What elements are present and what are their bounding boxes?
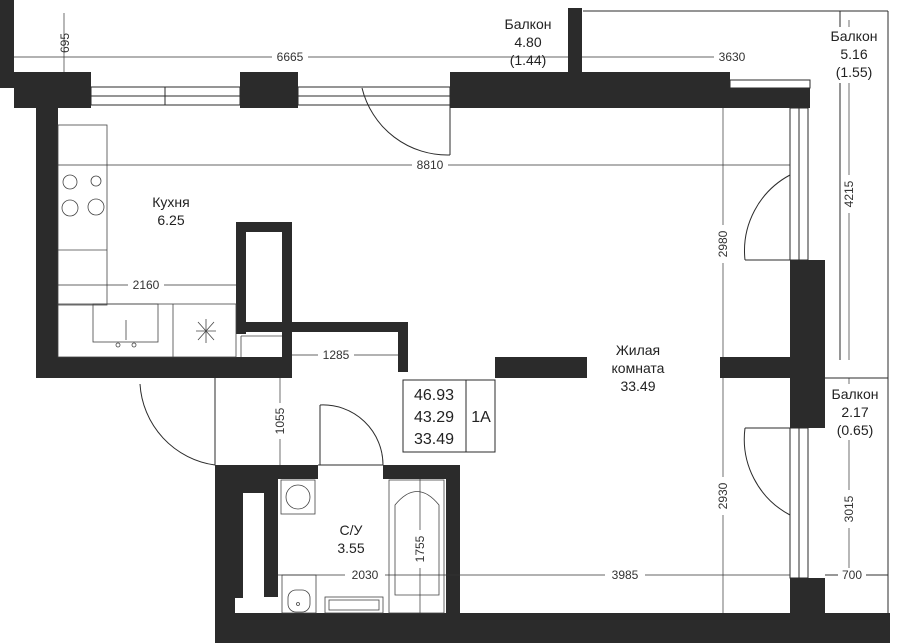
living-total-area: 43.29 <box>414 409 454 426</box>
balcony-right-top-name: Балкон <box>831 28 878 44</box>
dimension-labels: 695 6665 3630 8810 4215 2980 2160 1285 1… <box>58 33 866 582</box>
balcony-right-top-coef: (1.55) <box>836 64 873 80</box>
total-area: 46.93 <box>414 387 454 404</box>
dim-2030: 2030 <box>352 568 379 582</box>
dim-2160: 2160 <box>133 278 160 292</box>
dim-1055: 1055 <box>273 407 287 434</box>
dim-1285: 1285 <box>323 348 350 362</box>
area-summary: 46.93 43.29 33.49 1А <box>402 379 496 453</box>
balcony-top-area: 4.80 <box>514 34 541 50</box>
balcony-right-top-area: 5.16 <box>840 46 867 62</box>
balcony-right-bottom-name: Балкон <box>832 386 879 402</box>
bathroom-area: 3.55 <box>337 540 364 556</box>
balcony-top-name: Балкон <box>505 16 552 32</box>
dim-700: 700 <box>842 568 862 582</box>
dim-4215: 4215 <box>842 180 856 207</box>
kitchen-name: Кухня <box>152 194 189 210</box>
windows <box>90 79 811 579</box>
dim-3015: 3015 <box>842 495 856 522</box>
room-labels: Балкон 4.80 (1.44) Балкон 5.16 (1.55) Ба… <box>152 16 884 556</box>
balcony-right-bottom-coef: (0.65) <box>837 422 874 438</box>
dim-3630: 3630 <box>719 50 746 64</box>
dim-695: 695 <box>58 33 72 53</box>
dim-2980: 2980 <box>716 230 730 257</box>
living-name-1: Жилая <box>616 342 660 358</box>
living-area-summary: 33.49 <box>414 431 454 448</box>
bathroom-name: С/У <box>340 522 363 538</box>
apartment-type: 1А <box>471 409 491 426</box>
dim-3985: 3985 <box>612 568 639 582</box>
dim-1755: 1755 <box>413 535 427 562</box>
doors <box>139 87 791 516</box>
living-area: 33.49 <box>620 378 655 394</box>
balcony-top-coef: (1.44) <box>510 52 547 68</box>
dim-6665: 6665 <box>277 50 304 64</box>
dim-8810: 8810 <box>417 158 444 172</box>
balcony-right-bottom-area: 2.17 <box>841 404 868 420</box>
living-name-2: комната <box>612 360 665 376</box>
kitchen-area: 6.25 <box>157 212 184 228</box>
dim-2930: 2930 <box>716 482 730 509</box>
